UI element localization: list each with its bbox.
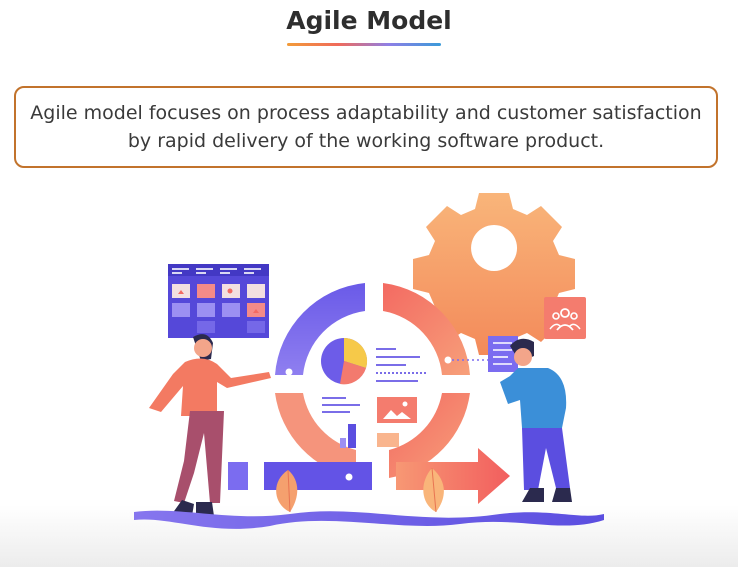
title-underline [287, 43, 441, 46]
ground-wave [134, 510, 604, 529]
woman-figure [149, 334, 271, 516]
man-figure [500, 338, 572, 502]
description-box: Agile model focuses on process adaptabil… [14, 86, 718, 168]
agile-cycle-icon [275, 283, 470, 478]
page-title: Agile Model [286, 6, 452, 35]
gear-icon [413, 193, 575, 355]
leaf-icon [276, 467, 444, 513]
text-lines [322, 348, 428, 413]
image-icon [377, 397, 417, 447]
pie-chart-icon [321, 337, 368, 385]
kanban-board-icon [168, 264, 269, 338]
description-line-2: by rapid delivery of the working softwar… [127, 130, 605, 152]
checklist-icon [452, 336, 518, 372]
team-icon [544, 297, 586, 339]
progress-block [228, 462, 372, 490]
bar-icon [340, 424, 356, 448]
description-line-1: Agile model focuses on process adaptabil… [30, 102, 702, 124]
